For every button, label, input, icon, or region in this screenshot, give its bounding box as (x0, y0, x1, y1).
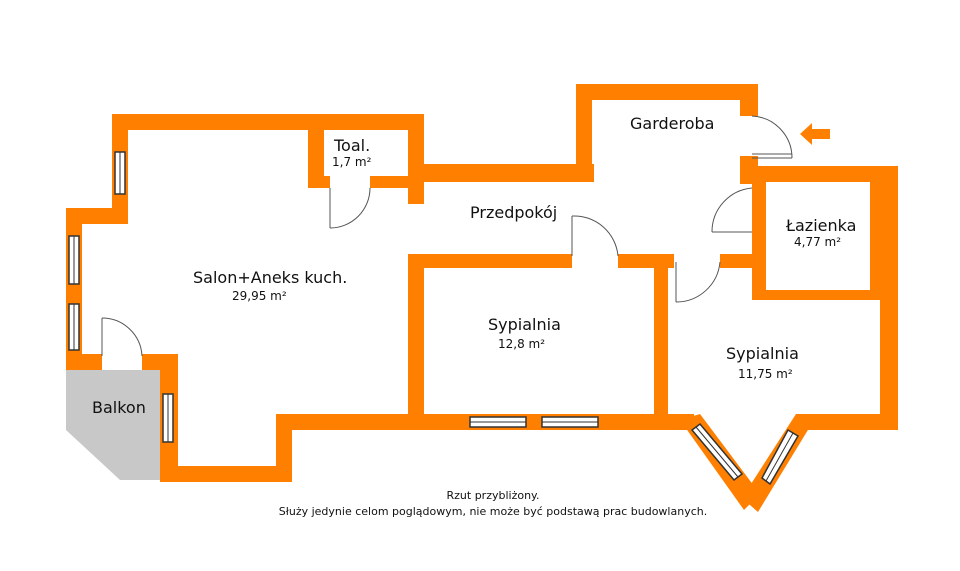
room-name-garderoba: Garderoba (630, 114, 715, 133)
room-area-toaleta: 1,7 m² (332, 155, 372, 169)
room-name-sypialnia-1: Sypialnia (488, 315, 561, 334)
windows (68, 151, 800, 486)
disclaimer-line-1: Rzut przybliżony. (446, 489, 540, 502)
walls (66, 84, 898, 512)
room-name-przedpokoj: Przedpokój (470, 203, 558, 222)
room-name-salon: Salon+Aneks kuch. (193, 268, 348, 287)
room-name-lazienka: Łazienka (786, 216, 857, 235)
door-toilet (329, 187, 371, 229)
door-balcony (101, 317, 143, 357)
doors (101, 115, 793, 357)
room-name-sypialnia-2: Sypialnia (726, 344, 799, 363)
door-garderoba (751, 115, 793, 159)
room-area-sypialnia-2: 11,75 m² (738, 367, 793, 381)
door-bedroom2 (675, 261, 721, 303)
room-name-balkon: Balkon (92, 398, 146, 417)
balcony-area (66, 370, 160, 480)
room-area-lazienka: 4,77 m² (794, 235, 842, 249)
disclaimer-line-2: Służy jedynie celom poglądowym, nie może… (278, 505, 708, 518)
room-area-sypialnia-1: 12,8 m² (498, 337, 546, 351)
door-lazienka (711, 187, 753, 233)
arrow-left-icon (800, 123, 830, 145)
room-name-toaleta: Toal. (334, 136, 371, 155)
room-area-salon: 29,95 m² (232, 289, 287, 303)
door-bedroom1 (571, 215, 619, 257)
